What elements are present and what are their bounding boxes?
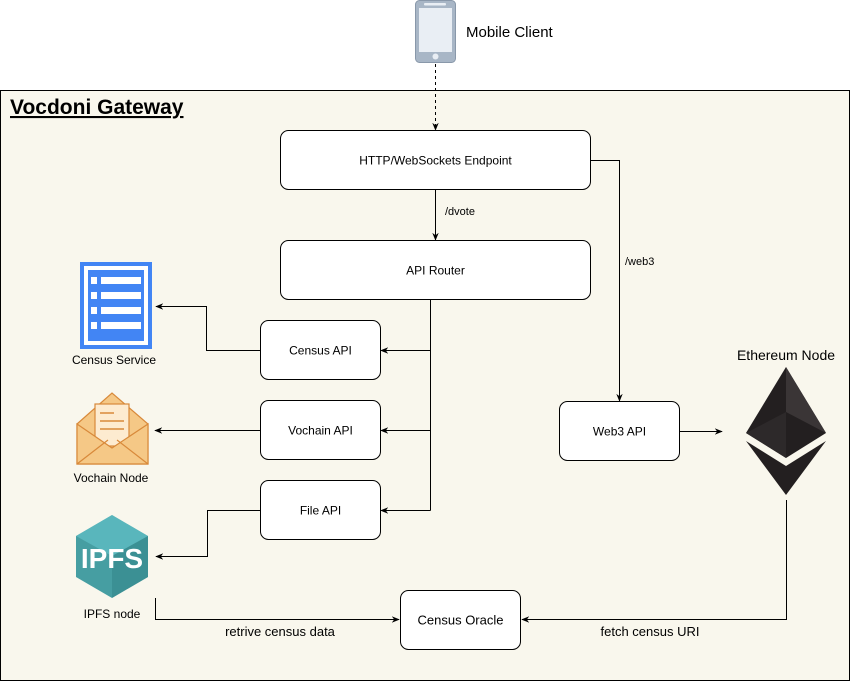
census-oracle-box[interactable]: Census Oracle	[400, 590, 521, 650]
edge-file-ipfs	[155, 510, 260, 560]
file-api-box[interactable]: File API	[260, 480, 381, 540]
gateway-title: Vocdoni Gateway	[10, 96, 184, 119]
vochain-node-label: Vochain Node	[74, 471, 149, 485]
web3-api-box[interactable]: Web3 API	[559, 401, 680, 461]
api-router-label: API Router	[406, 264, 465, 278]
vochain-api-label: Vochain API	[288, 424, 353, 438]
edge-ethereum-oracle	[521, 500, 787, 623]
endpoint-label: HTTP/WebSockets Endpoint	[359, 154, 512, 168]
vochain-api-box[interactable]: Vochain API	[260, 400, 381, 460]
endpoint-box[interactable]: HTTP/WebSockets Endpoint	[280, 130, 591, 190]
api-router-box[interactable]: API Router	[280, 240, 591, 300]
census-oracle-label: Census Oracle	[418, 613, 504, 628]
edge-label-dvote: /dvote	[445, 206, 475, 218]
list-document-icon[interactable]	[80, 262, 152, 349]
census-api-box[interactable]: Census API	[260, 320, 381, 380]
ipfs-logo-text: IPFS	[81, 543, 143, 574]
edge-label-retrieve: retrive census data	[225, 624, 336, 639]
edge-label-fetch: fetch census URI	[601, 624, 700, 639]
ethereum-logo-icon[interactable]	[746, 367, 826, 495]
mobile-client-label: Mobile Client	[466, 24, 554, 41]
mail-envelope-icon[interactable]	[76, 392, 149, 465]
edge-web3	[590, 160, 623, 402]
census-service-label: Census Service	[72, 353, 156, 367]
ipfs-node-label: IPFS node	[84, 607, 141, 621]
ipfs-logo-icon[interactable]: IPFS	[76, 515, 148, 598]
file-api-label: File API	[300, 504, 341, 518]
census-api-label: Census API	[289, 344, 352, 358]
edge-ipfs-oracle	[155, 598, 400, 623]
edge-census-service	[155, 303, 260, 351]
web3-api-label: Web3 API	[593, 425, 646, 439]
ethereum-node-label: Ethereum Node	[737, 347, 835, 363]
edge-label-web3: /web3	[625, 256, 654, 268]
smartphone-icon[interactable]	[415, 0, 456, 63]
